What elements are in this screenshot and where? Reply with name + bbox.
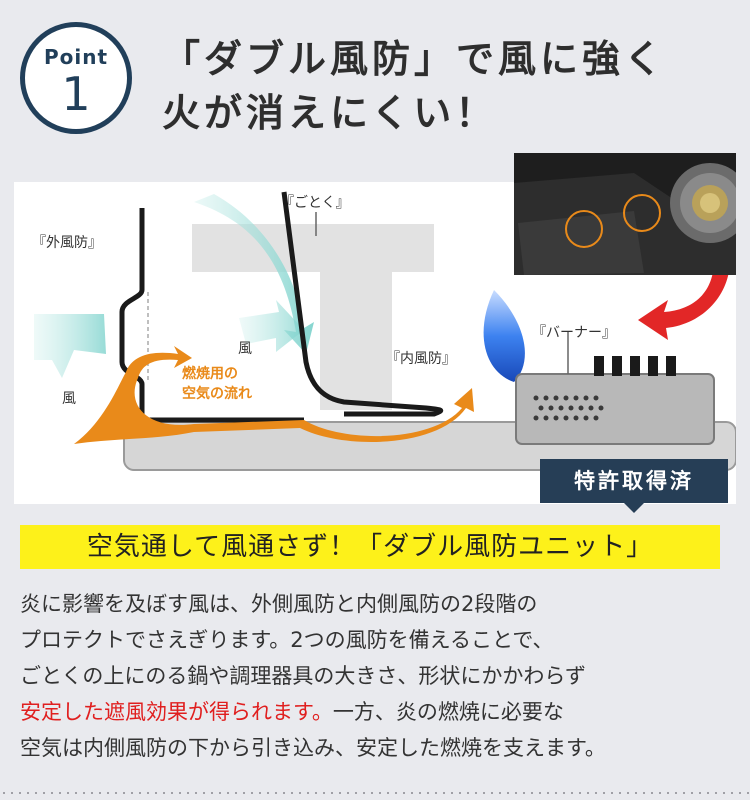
diagram-illustration: [34, 191, 736, 471]
description-highlight: 安定した遮風効果が得られます。: [20, 700, 333, 724]
point-badge: Point 1: [20, 22, 132, 134]
description-line-2: プロテクトでさえぎります。2つの風防を備えることで、: [20, 628, 554, 652]
label-trivet: 『ごとく』: [280, 195, 350, 211]
label-wind-left: 風: [62, 391, 76, 407]
headline: 「ダブル風防」で風に強く 火が消えにくい！: [162, 32, 742, 140]
point-label: Point: [43, 45, 109, 69]
label-burner: 『バーナー』: [532, 325, 616, 341]
burner-body: [515, 356, 715, 445]
label-airflow-line-2: 空気の流れ: [182, 386, 252, 402]
label-outer-windshield: 『外風防』: [32, 235, 102, 251]
description-line-4: 安定した遮風効果が得られます。一方、炎の燃焼に必要な: [20, 694, 740, 730]
label-wind-center: 風: [238, 341, 252, 357]
dotted-divider: [0, 792, 750, 794]
airflow-arrow: [74, 346, 474, 444]
headline-line-2: 火が消えにくい！: [162, 91, 498, 135]
description-line-1: 炎に影響を及ぼす風は、外側風防と内側風防の2段階の: [20, 592, 538, 616]
burner-photo: [514, 153, 736, 275]
burner-flame: [483, 290, 525, 382]
trivet-shape: [192, 224, 434, 410]
inner-windshield: [281, 191, 444, 417]
headline-banner: 空気通して風通さず！「ダブル風防ユニット」: [20, 525, 720, 569]
outer-windshield: [119, 208, 304, 423]
description-line-3: ごとくの上にのる鍋や調理器具の大きさ、形状にかかわらず: [20, 664, 586, 688]
description-line-4-rest: 一方、炎の燃焼に必要な: [332, 700, 564, 724]
patent-badge: 特許取得済: [540, 459, 728, 513]
headline-line-1: 「ダブル風防」で風に強く: [162, 37, 667, 81]
burner-photo-illustration: [514, 153, 736, 275]
label-inner-windshield: 『内風防』: [386, 351, 456, 367]
description-line-5: 空気は内側風防の下から引き込み、安定した燃焼を支えます。: [20, 736, 606, 760]
label-airflow: 燃焼用の 空気の流れ: [182, 364, 252, 404]
point-number: 1: [61, 67, 91, 121]
red-pointer-arrow: [638, 260, 730, 340]
label-airflow-line-1: 燃焼用の: [182, 366, 238, 382]
wind-arrow-left: [34, 314, 106, 378]
wind-arrow-middle: [239, 300, 304, 352]
description-text: 炎に影響を及ぼす風は、外側風防と内側風防の2段階の プロテクトでさえぎります。2…: [20, 586, 740, 766]
